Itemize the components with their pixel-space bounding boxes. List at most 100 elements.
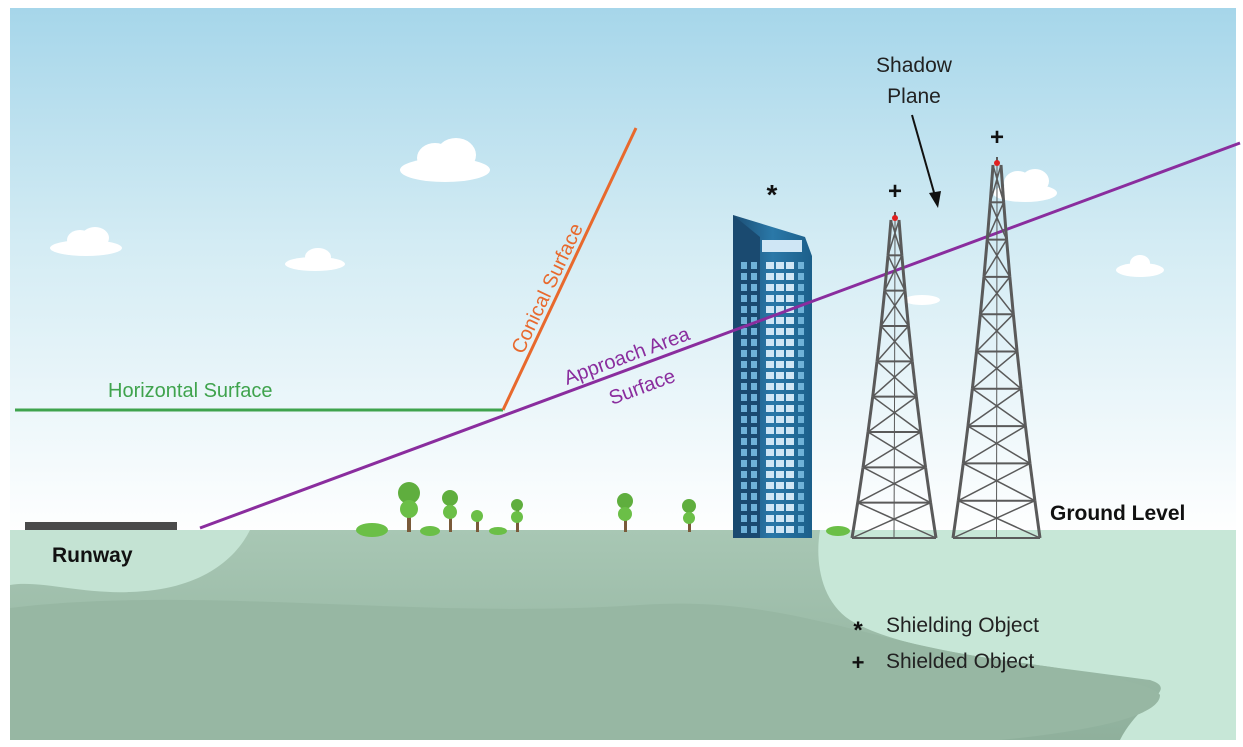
window <box>776 361 784 368</box>
window <box>751 438 757 445</box>
window <box>741 383 747 390</box>
window <box>751 526 757 533</box>
window <box>798 339 804 346</box>
window <box>798 493 804 500</box>
window <box>798 350 804 357</box>
window <box>741 262 747 269</box>
window <box>741 416 747 423</box>
legend-label-shielding: Shielding Object <box>886 614 1039 637</box>
window <box>751 482 757 489</box>
window <box>766 383 774 390</box>
window <box>741 438 747 445</box>
window <box>786 317 794 324</box>
window <box>741 317 747 324</box>
window <box>798 383 804 390</box>
window <box>741 295 747 302</box>
window <box>798 372 804 379</box>
bush <box>489 527 507 535</box>
window <box>786 482 794 489</box>
cloud <box>904 295 940 305</box>
window <box>741 339 747 346</box>
window <box>751 460 757 467</box>
window <box>798 273 804 280</box>
window <box>766 306 774 313</box>
window <box>798 504 804 511</box>
window <box>741 427 747 434</box>
window <box>751 515 757 522</box>
window <box>798 515 804 522</box>
window <box>741 471 747 478</box>
window <box>751 405 757 412</box>
window <box>741 361 747 368</box>
window <box>786 350 794 357</box>
window <box>751 416 757 423</box>
shadow-plane-label-line1: Shadow <box>876 54 953 77</box>
runway <box>25 522 177 530</box>
shadow-plane-label-line2: Plane <box>887 85 941 108</box>
window <box>776 350 784 357</box>
shielded-marker: + <box>990 124 1004 151</box>
window <box>741 350 747 357</box>
window <box>786 427 794 434</box>
window <box>776 416 784 423</box>
window <box>798 482 804 489</box>
window <box>786 515 794 522</box>
window <box>786 416 794 423</box>
legend-label-shielded: Shielded Object <box>886 650 1034 673</box>
window <box>798 449 804 456</box>
window <box>776 515 784 522</box>
window <box>766 350 774 357</box>
window <box>766 438 774 445</box>
window <box>766 262 774 269</box>
window <box>762 240 802 252</box>
window <box>741 273 747 280</box>
window <box>798 526 804 533</box>
window <box>798 328 804 335</box>
window <box>776 526 784 533</box>
window <box>766 460 774 467</box>
window <box>751 262 757 269</box>
window <box>776 383 784 390</box>
window <box>751 493 757 500</box>
window <box>766 482 774 489</box>
window <box>741 405 747 412</box>
window <box>751 295 757 302</box>
window <box>741 493 747 500</box>
window <box>798 394 804 401</box>
window <box>798 317 804 324</box>
window <box>776 449 784 456</box>
window <box>751 449 757 456</box>
tower-beacon <box>892 215 898 221</box>
window <box>776 471 784 478</box>
window <box>786 339 794 346</box>
window <box>751 350 757 357</box>
tower-beacon <box>994 160 1000 166</box>
window <box>766 405 774 412</box>
window <box>766 273 774 280</box>
window <box>786 383 794 390</box>
window <box>798 427 804 434</box>
window <box>786 284 794 291</box>
window <box>766 526 774 533</box>
window <box>786 471 794 478</box>
window <box>786 394 794 401</box>
window <box>776 504 784 511</box>
window <box>776 438 784 445</box>
window <box>741 328 747 335</box>
window <box>751 383 757 390</box>
legend-symbol-shielding: * <box>853 617 863 644</box>
window <box>786 526 794 533</box>
window <box>776 460 784 467</box>
sky <box>10 8 1236 538</box>
window <box>766 471 774 478</box>
window <box>776 317 784 324</box>
window <box>751 306 757 313</box>
window <box>766 339 774 346</box>
window <box>741 482 747 489</box>
window <box>751 273 757 280</box>
window <box>741 306 747 313</box>
window <box>751 427 757 434</box>
legend-symbol-shielded: + <box>852 650 865 675</box>
